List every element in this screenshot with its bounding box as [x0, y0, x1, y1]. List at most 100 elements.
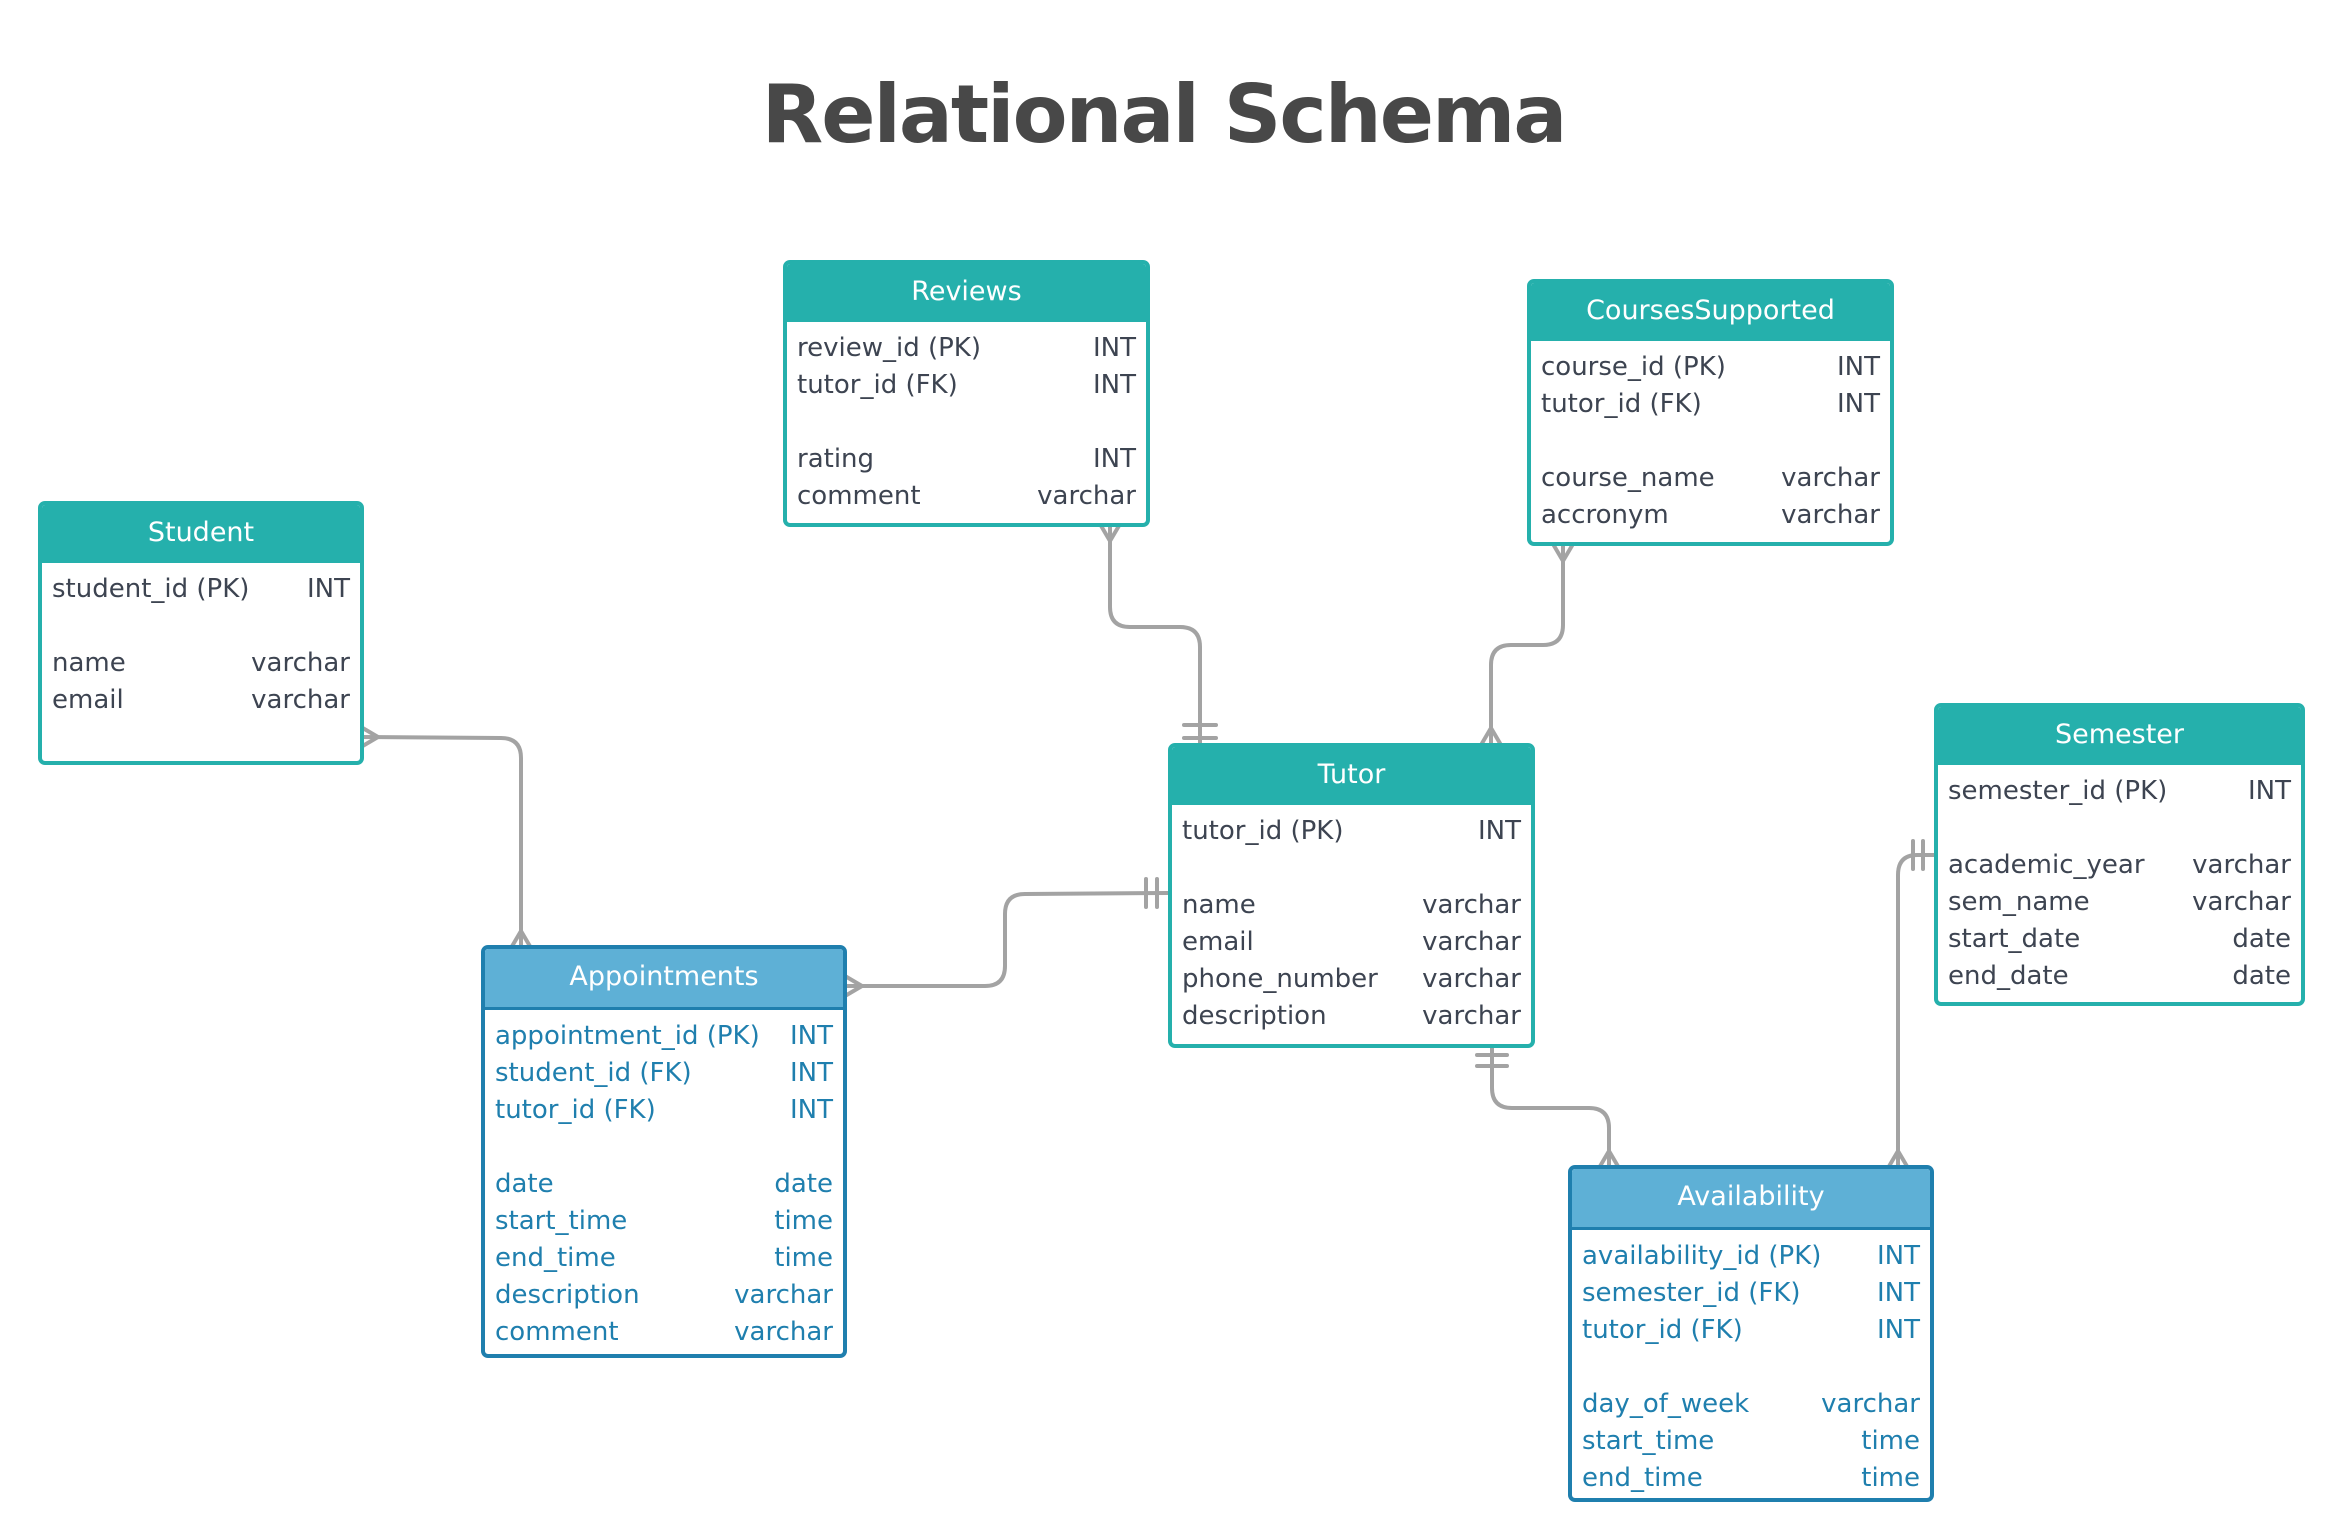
field-type: varchar: [1422, 1001, 1521, 1031]
field-row: tutor_id (FK) INT: [495, 1092, 833, 1129]
field-type: time: [774, 1206, 833, 1236]
field-type: varchar: [1422, 927, 1521, 957]
field-type: INT: [790, 1058, 833, 1088]
entity-appointments: Appointments appointment_id (PK) INT stu…: [481, 945, 847, 1358]
field-name: end_time: [495, 1243, 616, 1273]
connector-appointments-tutor: [843, 877, 1170, 998]
field-type: INT: [1837, 352, 1880, 382]
field-name: tutor_id (FK): [1541, 389, 1702, 419]
field-spacer: [797, 404, 1136, 441]
connector-reviews-tutor: [1098, 522, 1218, 750]
field-name: description: [495, 1280, 640, 1310]
field-row: name varchar: [52, 645, 350, 682]
entity-reviews: Reviews review_id (PK) INT tutor_id (FK)…: [783, 260, 1150, 527]
field-name: rating: [797, 444, 875, 474]
entity-header-appointments: Appointments: [485, 949, 843, 1010]
field-name: end_time: [1582, 1463, 1703, 1493]
field-type: varchar: [1422, 964, 1521, 994]
field-row: tutor_id (PK) INT: [1182, 813, 1521, 850]
field-name: tutor_id (FK): [797, 370, 958, 400]
field-name: name: [52, 648, 126, 678]
entity-fields: appointment_id (PK) INT student_id (FK) …: [485, 1010, 843, 1354]
field-row: course_id (PK) INT: [1541, 349, 1880, 386]
field-type: varchar: [2192, 887, 2291, 917]
field-type: varchar: [1037, 481, 1136, 511]
entity-header-student: Student: [42, 505, 360, 563]
entity-header-courses-supported: CoursesSupported: [1531, 283, 1890, 341]
field-name: semester_id (PK): [1948, 776, 2168, 806]
connector-student-appointments: [359, 725, 533, 950]
connector-semester-availability: [1886, 839, 1939, 1170]
field-row: description varchar: [495, 1277, 833, 1314]
entity-semester: Semester semester_id (PK) INT academic_y…: [1934, 703, 2305, 1006]
field-type: varchar: [2192, 850, 2291, 880]
field-row: sem_name varchar: [1948, 884, 2291, 921]
field-row: student_id (PK) INT: [52, 571, 350, 608]
page-title: Relational Schema: [761, 68, 1568, 161]
field-name: date: [495, 1169, 554, 1199]
field-row: name varchar: [1182, 887, 1521, 924]
field-type: date: [2232, 924, 2291, 954]
field-name: availability_id (PK): [1582, 1241, 1822, 1271]
field-name: phone_number: [1182, 964, 1378, 994]
field-name: end_date: [1948, 961, 2069, 991]
field-row: start_time time: [495, 1203, 833, 1240]
field-name: comment: [797, 481, 921, 511]
field-name: start_time: [495, 1206, 628, 1236]
field-name: accronym: [1541, 500, 1669, 530]
field-type: varchar: [1422, 890, 1521, 920]
field-row: rating INT: [797, 441, 1136, 478]
field-name: appointment_id (PK): [495, 1021, 760, 1051]
field-row: email varchar: [1182, 924, 1521, 961]
field-name: description: [1182, 1001, 1327, 1031]
entity-availability: Availability availability_id (PK) INT se…: [1568, 1165, 1934, 1502]
field-row: email varchar: [52, 682, 350, 719]
field-type: time: [774, 1243, 833, 1273]
field-row: end_time time: [495, 1240, 833, 1277]
field-row: course_name varchar: [1541, 460, 1880, 497]
field-row: appointment_id (PK) INT: [495, 1018, 833, 1055]
field-spacer: [1582, 1349, 1920, 1386]
entity-fields: tutor_id (PK) INT name varchar email var…: [1172, 805, 1531, 1044]
field-type: INT: [1093, 444, 1136, 474]
field-name: name: [1182, 890, 1256, 920]
entity-courses-supported: CoursesSupported course_id (PK) INT tuto…: [1527, 279, 1894, 546]
field-type: varchar: [251, 648, 350, 678]
field-row: comment varchar: [495, 1314, 833, 1351]
field-row: phone_number varchar: [1182, 961, 1521, 998]
field-name: student_id (FK): [495, 1058, 692, 1088]
field-type: INT: [1093, 370, 1136, 400]
field-type: varchar: [1781, 463, 1880, 493]
entity-header-semester: Semester: [1938, 707, 2301, 765]
field-spacer: [52, 608, 350, 645]
field-row: semester_id (PK) INT: [1948, 773, 2291, 810]
field-name: comment: [495, 1317, 619, 1347]
field-type: INT: [1478, 816, 1521, 846]
entity-fields: availability_id (PK) INT semester_id (FK…: [1572, 1230, 1930, 1498]
field-type: varchar: [251, 685, 350, 715]
field-row: comment varchar: [797, 478, 1136, 515]
field-name: tutor_id (FK): [495, 1095, 656, 1125]
field-type: INT: [1877, 1241, 1920, 1271]
field-type: INT: [1877, 1315, 1920, 1345]
field-type: INT: [307, 574, 350, 604]
entity-student: Student student_id (PK) INT name varchar…: [38, 501, 364, 765]
field-spacer: [1948, 810, 2291, 847]
entity-fields: student_id (PK) INT name varchar email v…: [42, 563, 360, 729]
field-type: date: [774, 1169, 833, 1199]
field-name: review_id (PK): [797, 333, 981, 363]
field-name: tutor_id (FK): [1582, 1315, 1743, 1345]
entity-header-availability: Availability: [1572, 1169, 1930, 1230]
field-name: start_time: [1582, 1426, 1715, 1456]
field-spacer: [495, 1129, 833, 1166]
field-row: academic_year varchar: [1948, 847, 2291, 884]
field-name: semester_id (FK): [1582, 1278, 1801, 1308]
field-row: tutor_id (FK) INT: [1582, 1312, 1920, 1349]
field-type: varchar: [734, 1280, 833, 1310]
field-row: end_time time: [1582, 1460, 1920, 1497]
connector-courses-tutor: [1479, 542, 1575, 747]
field-row: semester_id (FK) INT: [1582, 1275, 1920, 1312]
field-row: start_time time: [1582, 1423, 1920, 1460]
field-type: INT: [1837, 389, 1880, 419]
